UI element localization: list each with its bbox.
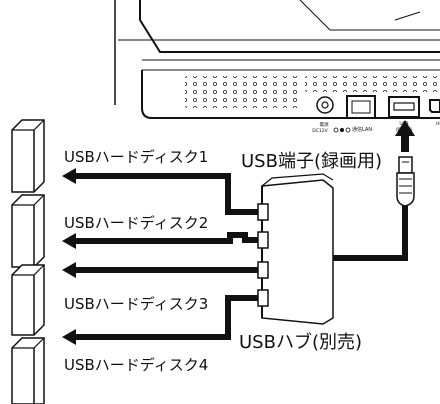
disk-label-3: USBハードディスク3 [64,295,208,313]
disk-label-1: USBハードディスク1 [64,148,208,166]
power-polarity-icon [333,127,351,133]
power-port-label: 電源 [320,121,329,128]
lan-port-label: 通信LAN [352,126,372,133]
cable-arrow-4 [62,295,258,345]
hdmi-port-label: HD [436,121,440,127]
hub-to-recorder-cable [333,206,408,261]
power-port [316,96,334,114]
vent-grid-right [305,76,440,92]
usb-port-callout: USB端子(録画用) [241,151,382,172]
hard-disk-2 [11,194,45,268]
hard-disk-4 [11,337,45,404]
vent-grid-left [185,76,297,108]
usb-hub [257,173,334,325]
hard-disk-1 [11,119,45,193]
hub-port-4 [257,289,269,307]
usb-plug [396,156,415,207]
cable-arrow-1 [62,168,258,215]
power-port-sublabel: DC12V [312,128,328,134]
usb-port [388,96,420,118]
disk-label-4: USBハードディスク4 [64,356,208,374]
hub-port-3 [257,261,269,279]
lan-port [346,95,376,119]
cable-arrow-2 [62,232,258,249]
hub-port-1 [257,203,269,221]
disk-label-2: USBハードディスク2 [64,214,208,232]
cable-arrow-3 [62,262,258,278]
recorder-device [114,0,440,119]
hdmi-port [429,99,440,113]
usb-port-arrow [395,120,415,152]
hard-disk-3 [11,264,45,336]
hub-port-2 [257,231,269,249]
usb-hub-callout: USBハブ(別売) [239,331,362,353]
